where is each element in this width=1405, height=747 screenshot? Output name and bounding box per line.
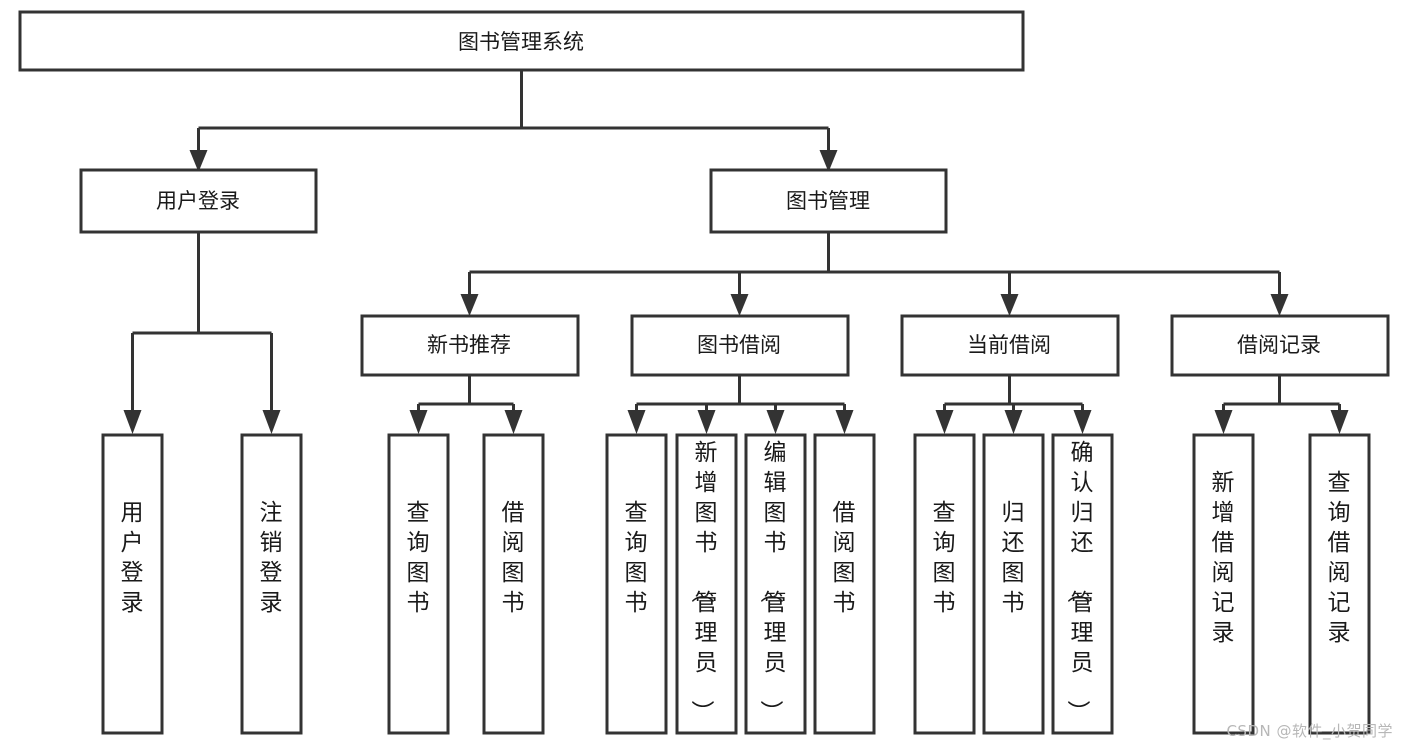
- leaf-nbr-borrow-book-box: [482, 433, 545, 735]
- node-borrow-record-label: 借阅记录: [1237, 333, 1321, 357]
- node-borrow-record-box: [1170, 314, 1390, 377]
- node-current-borrow-label: 当前借阅: [967, 333, 1051, 357]
- node-book-borrow-box: [630, 314, 850, 377]
- node-current-borrow-box: [900, 314, 1120, 377]
- leaf-cb-query-book[interactable]: 查询图书: [913, 433, 976, 735]
- leaf-user-login-login[interactable]: 用户登录: [101, 433, 164, 735]
- node-borrow-record[interactable]: 借阅记录: [1170, 314, 1390, 377]
- arrow-to-current-borrow: [1000, 294, 1019, 316]
- node-book-borrow[interactable]: 图书借阅: [630, 314, 850, 377]
- arrow-to-user-login: [189, 150, 208, 172]
- arrow-leaf-cb-3: [1073, 410, 1092, 434]
- csdn-watermark: CSDN @软件_小贺同学: [1226, 722, 1393, 740]
- arrow-leaf-nbr-1: [409, 410, 428, 434]
- arrow-leaf-bb-3: [766, 410, 785, 434]
- node-user-login-box: [79, 168, 318, 234]
- node-book-management[interactable]: 图书管理: [709, 168, 948, 234]
- arrow-leaf-bb-2: [697, 410, 716, 434]
- node-new-book-recommend[interactable]: 新书推荐: [360, 314, 580, 377]
- leaf-user-login-logout-box: [240, 433, 303, 735]
- leaf-br-query-record-box: [1308, 433, 1371, 735]
- leaf-nbr-query-book[interactable]: 查询图书: [387, 433, 450, 735]
- leaf-br-query-record-label: 查询借阅记录: [1328, 470, 1351, 646]
- arrow-leaf-user-login-1: [123, 410, 142, 434]
- leaf-bb-borrow-book[interactable]: 借阅图书: [813, 433, 876, 735]
- leaf-user-login-login-label: 用户登录: [121, 500, 144, 616]
- leaf-nbr-query-book-label: 查询图书: [407, 500, 430, 616]
- leaf-cb-return-book[interactable]: 归还图书: [982, 433, 1045, 735]
- node-user-login[interactable]: 用户登录: [79, 168, 318, 234]
- leaf-user-login-login-box: [101, 433, 164, 735]
- leaf-bb-borrow-book-label: 借阅图书: [833, 500, 856, 616]
- arrow-to-book-manage: [819, 150, 838, 172]
- leaf-br-add-record-box: [1192, 433, 1255, 735]
- leaf-nbr-borrow-book-label: 借阅图书: [502, 500, 525, 616]
- leaf-cb-confirm-return-box: [1051, 433, 1114, 735]
- arrow-to-book-borrow: [730, 294, 749, 316]
- leaf-br-query-record[interactable]: 查询借阅记录: [1308, 433, 1371, 735]
- leaf-cb-return-book-box: [982, 433, 1045, 735]
- arrow-leaf-nbr-2: [504, 410, 523, 434]
- arrow-leaf-bb-1: [627, 410, 646, 434]
- node-root-label: 图书管理系统: [458, 30, 584, 54]
- node-book-management-box: [709, 168, 948, 234]
- leaf-cb-confirm-return[interactable]: 确认归还（管理员）: [1051, 433, 1114, 735]
- leaf-bb-edit-book[interactable]: 编辑图书（管理员）: [744, 433, 807, 735]
- arrow-to-new-book-recommend: [460, 294, 479, 316]
- leaf-bb-query-book-label: 查询图书: [625, 500, 648, 616]
- arrow-leaf-cb-1: [935, 410, 954, 434]
- node-root-book-management-system[interactable]: 图书管理系统: [18, 10, 1025, 72]
- leaf-bb-borrow-book-box: [813, 433, 876, 735]
- arrow-to-borrow-record: [1270, 294, 1289, 316]
- connector-layer: [123, 70, 1349, 434]
- leaf-bb-edit-book-label: 编辑图书（管理员）: [758, 440, 787, 723]
- arrow-leaf-br-1: [1214, 410, 1233, 434]
- node-new-book-recommend-box: [360, 314, 580, 377]
- leaf-br-add-record-label: 新增借阅记录: [1212, 470, 1235, 646]
- node-user-login-label: 用户登录: [156, 189, 240, 213]
- node-current-borrow[interactable]: 当前借阅: [900, 314, 1120, 377]
- leaf-cb-query-book-box: [913, 433, 976, 735]
- node-book-borrow-label: 图书借阅: [697, 333, 781, 357]
- node-book-management-label: 图书管理: [786, 189, 870, 213]
- leaf-bb-query-book-box: [605, 433, 668, 735]
- leaf-user-login-logout[interactable]: 注销登录: [240, 433, 303, 735]
- leaf-bb-add-book[interactable]: 新增图书（管理员）: [675, 433, 738, 735]
- leaf-cb-confirm-return-label: 确认归还（管理员）: [1065, 440, 1094, 723]
- node-root-box: [18, 10, 1025, 72]
- arrow-leaf-cb-2: [1004, 410, 1023, 434]
- leaf-cb-query-book-label: 查询图书: [933, 500, 956, 616]
- leaf-nbr-query-book-box: [387, 433, 450, 735]
- leaf-bb-add-book-box: [675, 433, 738, 735]
- leaf-bb-edit-book-box: [744, 433, 807, 735]
- leaf-user-login-logout-label: 注销登录: [260, 500, 283, 616]
- leaf-bb-add-book-label: 新增图书（管理员）: [689, 440, 718, 723]
- leaf-cb-return-book-label: 归还图书: [1002, 500, 1025, 616]
- node-new-book-recommend-label: 新书推荐: [427, 333, 511, 357]
- leaf-nbr-borrow-book[interactable]: 借阅图书: [482, 433, 545, 735]
- arrow-leaf-br-2: [1330, 410, 1349, 434]
- arrow-leaf-bb-4: [835, 410, 854, 434]
- leaf-br-add-record[interactable]: 新增借阅记录: [1192, 433, 1255, 735]
- leaf-bb-query-book[interactable]: 查询图书: [605, 433, 668, 735]
- arrow-leaf-user-login-2: [262, 410, 281, 434]
